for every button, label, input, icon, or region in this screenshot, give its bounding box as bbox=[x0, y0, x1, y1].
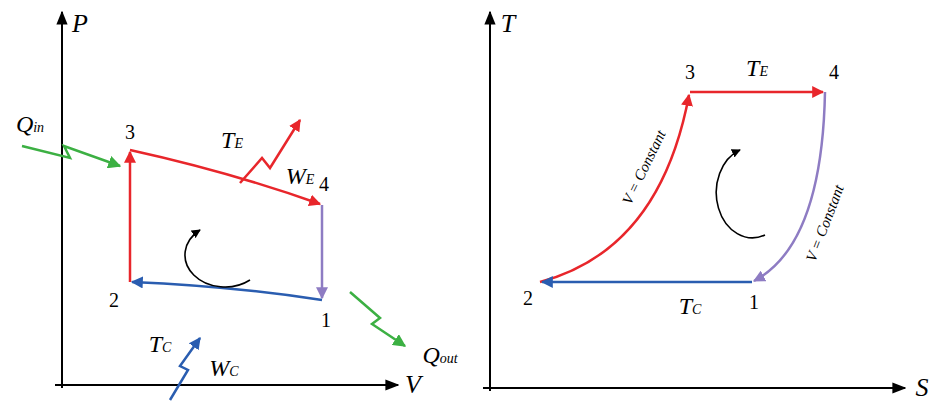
temperature-label: TC bbox=[149, 332, 172, 356]
process-line bbox=[129, 152, 132, 282]
temperature-label: TE bbox=[221, 128, 243, 152]
heat-label: Qin bbox=[16, 112, 44, 136]
state-number: 4 bbox=[319, 174, 329, 194]
axis-label: T bbox=[501, 11, 515, 37]
state-number: 2 bbox=[109, 290, 119, 310]
process-note: V = Constant bbox=[620, 127, 669, 206]
state-number: 2 bbox=[523, 288, 533, 308]
process-line bbox=[540, 95, 689, 282]
process-line bbox=[130, 150, 320, 204]
work-label: WC bbox=[209, 356, 238, 380]
process-line bbox=[321, 205, 324, 298]
state-number: 3 bbox=[685, 62, 695, 82]
axis-label: V bbox=[405, 372, 421, 398]
work-label: WE bbox=[286, 164, 315, 188]
heat-arrow bbox=[350, 292, 405, 346]
heat-label: Qout bbox=[422, 343, 457, 367]
temperature-label: TC bbox=[679, 294, 702, 318]
t-axis bbox=[489, 12, 491, 391]
process-note: V = Constant bbox=[804, 183, 847, 264]
temperature-label: TE bbox=[746, 56, 768, 80]
s-axis bbox=[483, 387, 905, 389]
v-axis bbox=[55, 384, 398, 386]
state-number: 1 bbox=[321, 310, 331, 330]
heat-arrow bbox=[22, 146, 120, 166]
process-line bbox=[690, 91, 823, 94]
axis-label: P bbox=[72, 11, 88, 37]
process-line bbox=[132, 282, 322, 300]
state-number: 3 bbox=[125, 122, 135, 142]
cycle-direction bbox=[716, 150, 765, 238]
p-axis bbox=[61, 12, 63, 388]
work-arrow bbox=[170, 338, 200, 400]
axis-label: S bbox=[916, 375, 929, 401]
process-line bbox=[542, 281, 752, 284]
state-number: 1 bbox=[749, 292, 759, 312]
cycle-direction bbox=[185, 230, 250, 287]
state-number: 4 bbox=[829, 62, 839, 82]
